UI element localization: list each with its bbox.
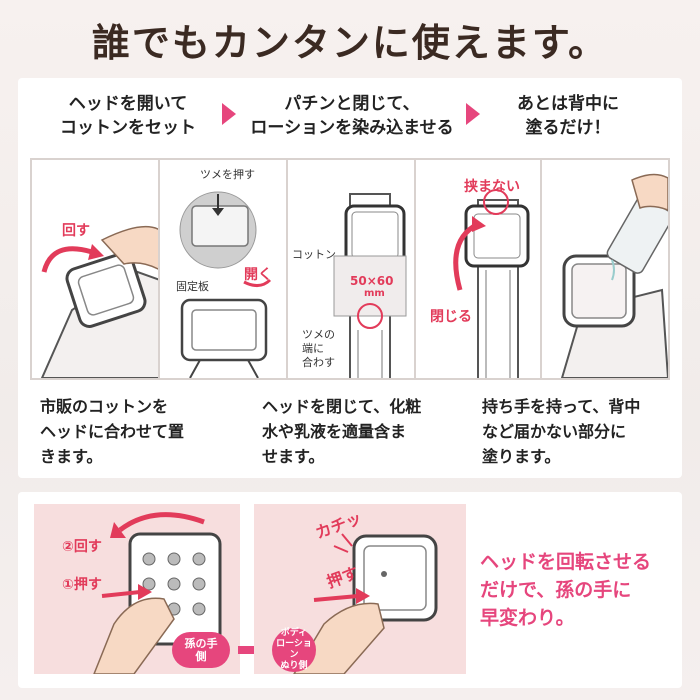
panel-cotton: コットン 50×60 mm ツメの 端に 合わす bbox=[288, 160, 416, 378]
cotton-unit-label: mm bbox=[364, 288, 385, 299]
open-label: 開く bbox=[244, 267, 272, 283]
press-1-label: ①押す bbox=[62, 577, 102, 593]
page-title: 誰でもカンタンに使えます。 bbox=[91, 21, 609, 65]
grandchild-side-badge: 孫の手側 bbox=[172, 632, 230, 668]
step-3-description: 持ち手を持って、背中 など届かない部分に 塗ります。 bbox=[482, 397, 641, 466]
head-open-illustration bbox=[179, 191, 272, 378]
step-arrow-1-icon bbox=[222, 103, 236, 125]
panel-apply-lotion bbox=[542, 160, 668, 378]
turn-label: 回す bbox=[62, 223, 90, 239]
step-1-heading: ヘッドを開いて コットンをセット bbox=[60, 94, 196, 138]
panel-turn-head: 回す bbox=[32, 160, 160, 378]
conversion-message: ヘッドを回転させる だけで、孫の手に 早変わり。 bbox=[480, 551, 652, 629]
head-click-illustration bbox=[293, 533, 438, 674]
claw-align-label: ツメの 端に 合わす bbox=[302, 328, 335, 369]
panel-close-head: 挟まない 閉じる bbox=[416, 160, 542, 378]
cotton-placement-illustration bbox=[333, 193, 407, 378]
fixed-plate-label: 固定板 bbox=[176, 280, 209, 293]
step-2-heading: パチンと閉じて、 ローションを染み込ませる bbox=[250, 94, 454, 138]
head-rotate-illustration bbox=[93, 512, 222, 674]
no-pinch-label: 挟まない bbox=[464, 179, 520, 195]
press-claw-label: ツメを押す bbox=[200, 168, 255, 181]
turn-2-label: ②回す bbox=[62, 539, 102, 555]
step-arrow-2-icon bbox=[466, 103, 480, 125]
illustration-strip: 回す ツメを押す 開く 固定板 コットン 50×60 mm bbox=[30, 158, 670, 380]
body-lotion-side-badge: ボディローションぬり側 bbox=[272, 628, 316, 672]
step-1-description: 市販のコットンを ヘッドに合わせて置 きます。 bbox=[40, 397, 185, 466]
cotton-size-label: 50×60 bbox=[350, 274, 394, 288]
step-2-description: ヘッドを閉じて、化粧 水や乳液を適量含ま せます。 bbox=[262, 397, 422, 466]
hand-turning-head-illustration bbox=[40, 225, 158, 378]
cotton-label: コットン bbox=[292, 248, 336, 261]
head-closing-illustration bbox=[453, 189, 530, 378]
lotion-pour-illustration bbox=[560, 173, 668, 378]
step-3-heading: あとは背中に 塗るだけ！ bbox=[517, 94, 619, 138]
panel-open-head: ツメを押す 開く 固定板 bbox=[160, 160, 288, 378]
close-label: 閉じる bbox=[430, 309, 472, 325]
